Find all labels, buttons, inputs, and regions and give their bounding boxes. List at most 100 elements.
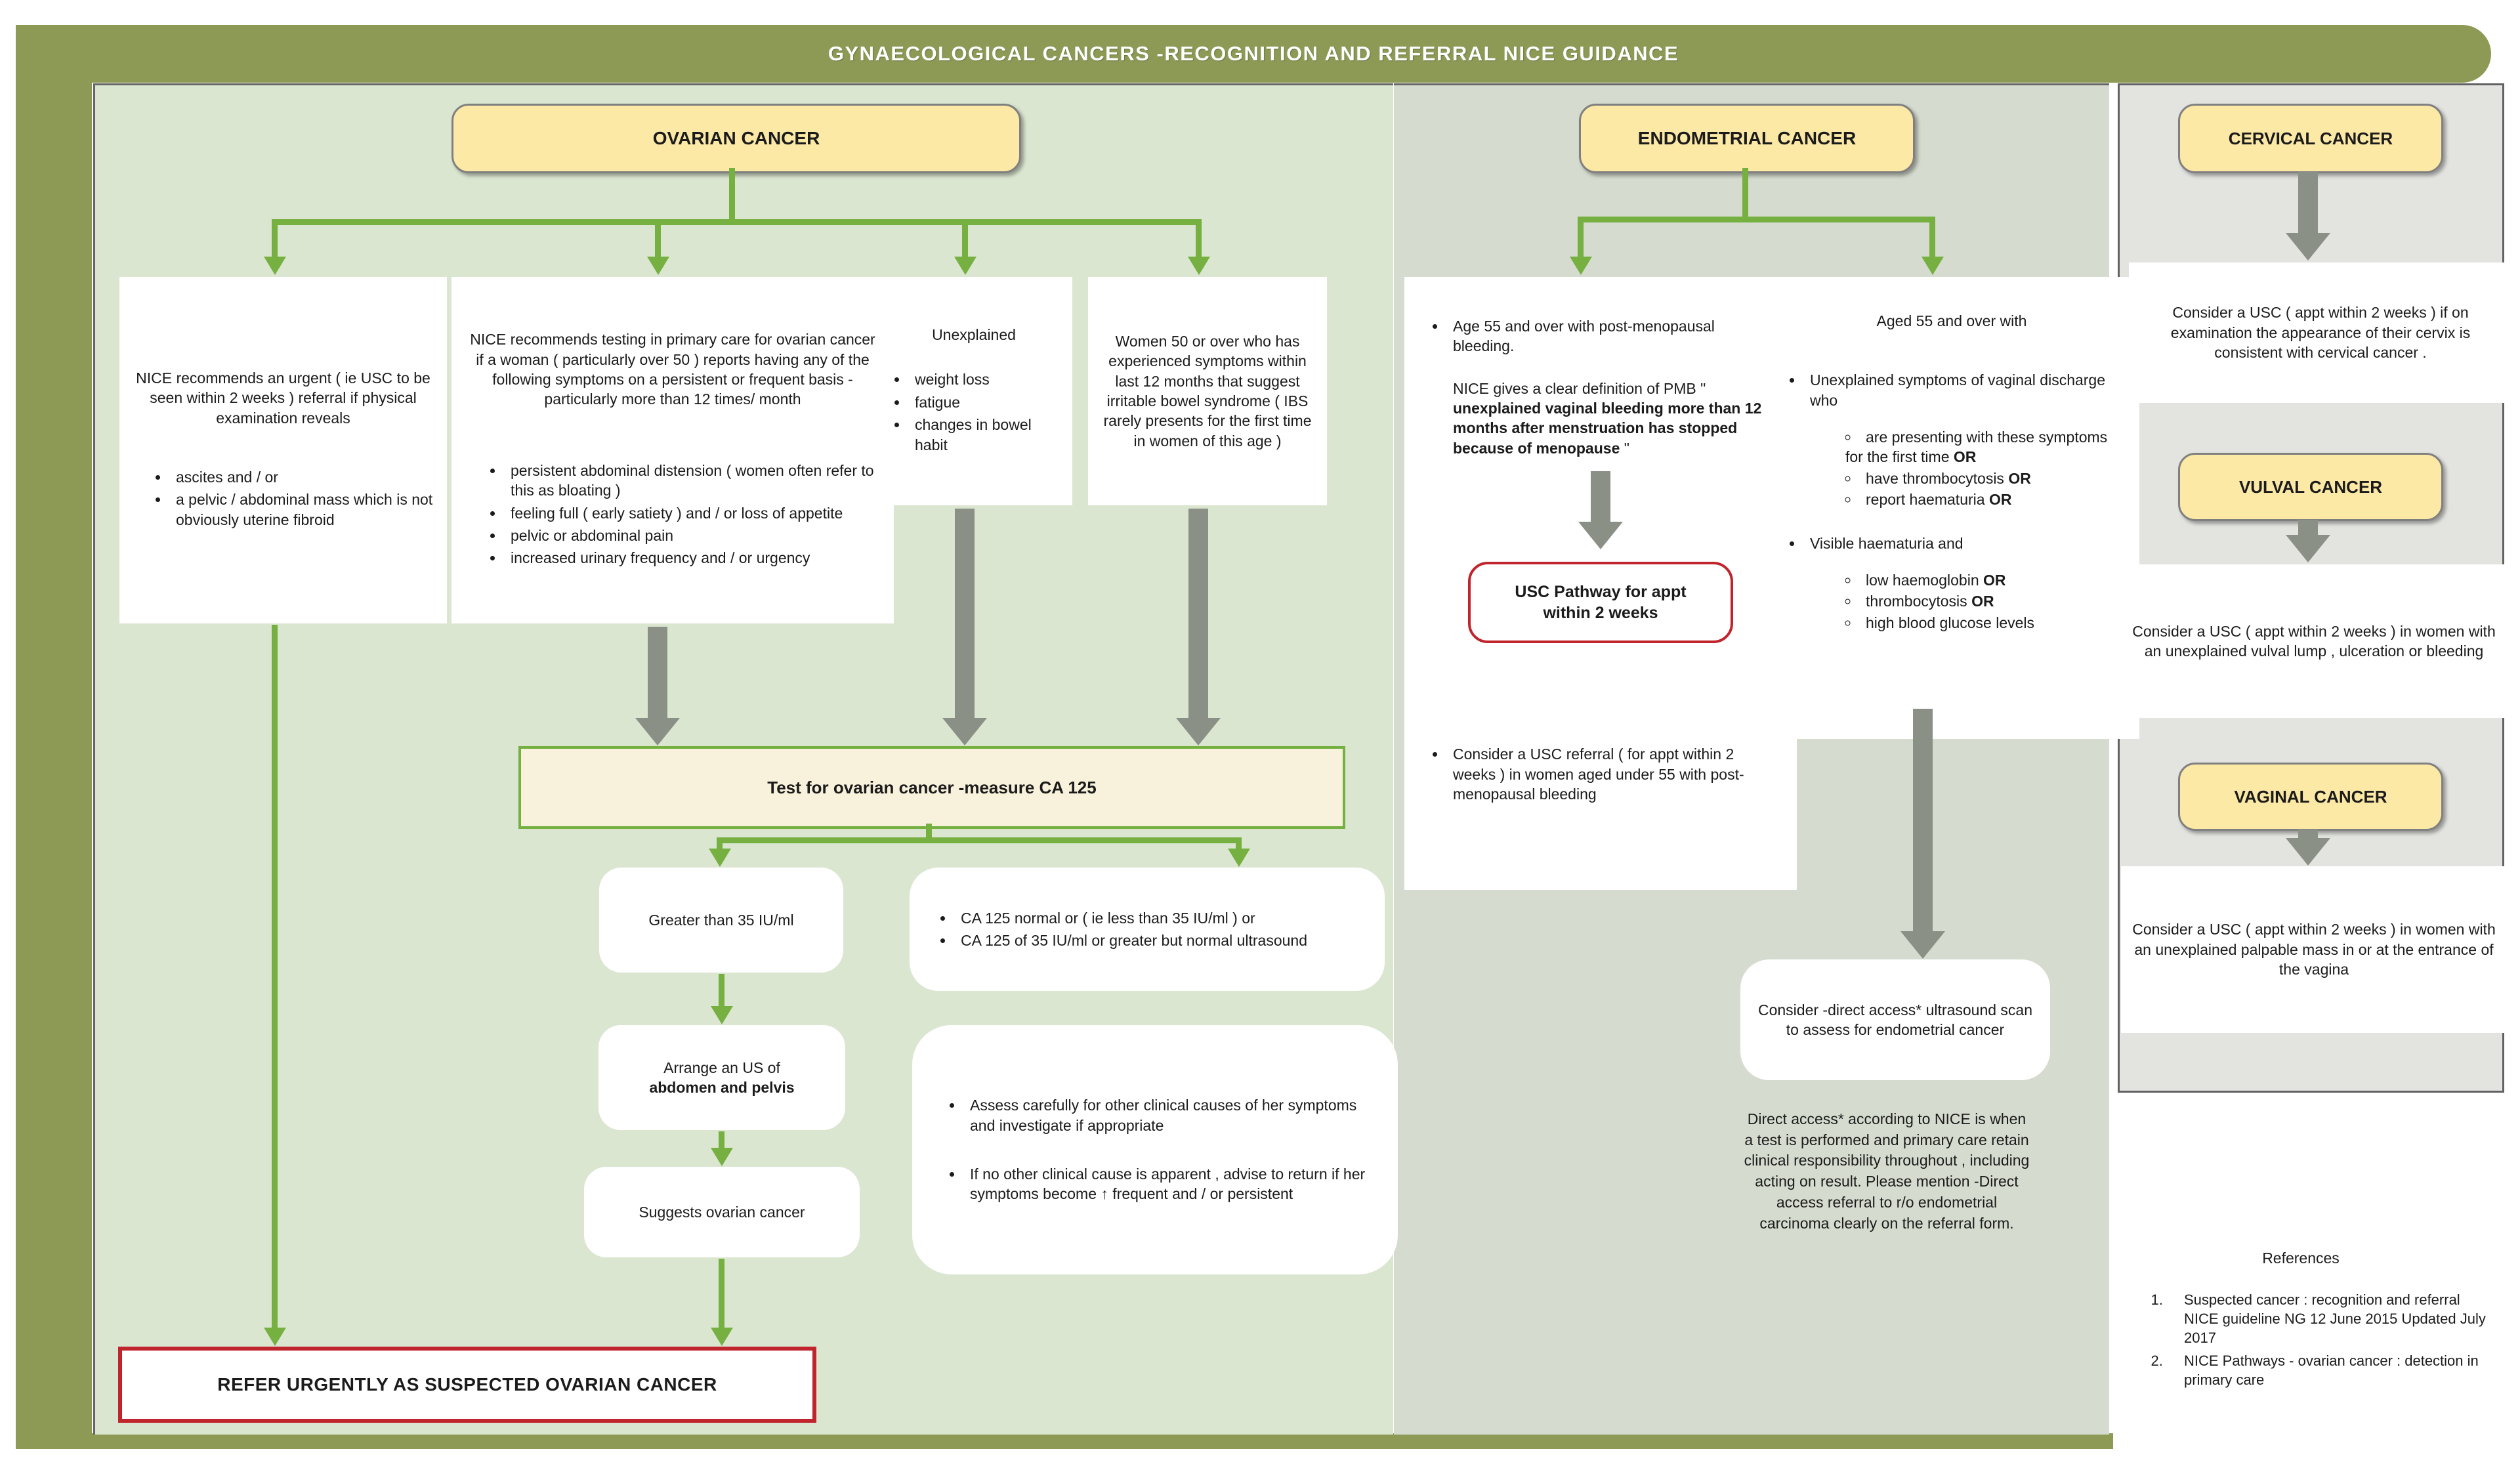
pmb-prefix: NICE gives a clear definition of PMB " xyxy=(1453,379,1706,397)
or-label: OR xyxy=(1953,448,1977,466)
list-item-text: If no other clinical cause is apparent ,… xyxy=(970,1166,1366,1203)
direct-access-box: Consider -direct access* ultrasound scan… xyxy=(1740,959,2050,1080)
node-vaginal-cancer: VAGINAL CANCER xyxy=(2178,763,2443,831)
ovarian-exam-intro: NICE recommends an urgent ( ie USC to be… xyxy=(136,369,430,427)
refer-urgently-label: REFER URGENTLY AS SUSPECTED OVARIAN CANC… xyxy=(217,1374,717,1395)
ovarian-exam-bullets: ascites and / or a pelvic / abdominal ma… xyxy=(131,465,435,532)
ovarian-unexplained-box: Unexplained weight loss fatigue changes … xyxy=(875,277,1072,505)
references: References Suspected cancer : recognitio… xyxy=(2104,1248,2498,1394)
direct-access-text: Consider -direct access* ultrasound scan… xyxy=(1757,1001,2033,1038)
list-item-text: have thrombocytosis xyxy=(1866,469,2009,487)
pmb-bold: unexplained vaginal bleeding more than 1… xyxy=(1453,400,1762,457)
list-item-text: CA 125 of 35 IU/ml or greater but normal… xyxy=(961,932,1308,949)
page-title: GYNAECOLOGICAL CANCERS -RECOGNITION AND … xyxy=(828,42,1679,65)
list-item: high blood glucose levels xyxy=(1839,613,2122,633)
list-item-text: thrombocytosis xyxy=(1866,593,1972,610)
list-item: Assess carefully for other clinical caus… xyxy=(963,1095,1376,1135)
list-item: fatigue xyxy=(908,392,1063,412)
node-cervical-cancer-label: CERVICAL CANCER xyxy=(2228,128,2393,148)
connector-test-stub xyxy=(926,824,932,843)
list-item: persistent abdominal distension ( women … xyxy=(504,461,879,501)
list-item: are presenting with these symptoms for t… xyxy=(1839,427,2122,467)
connector-ovarian-trunk xyxy=(272,219,1202,225)
list-item-text: report haematuria xyxy=(1866,491,1989,509)
direct-access-note: Direct access* according to NICE is when… xyxy=(1744,1110,2030,1232)
ca125-normal-box: CA 125 normal or ( ie less than 35 IU/ml… xyxy=(910,868,1385,991)
unexplained-bullets: weight loss fatigue changes in bowel hab… xyxy=(885,367,1063,457)
grey-arrow-box3-to-test xyxy=(955,509,975,719)
list-item-text: ascites and / or xyxy=(176,469,278,486)
list-item-text: weight loss xyxy=(915,371,990,388)
list-item: ascites and / or xyxy=(169,467,435,487)
ovarian-symptoms-box: NICE recommends testing in primary care … xyxy=(452,277,894,623)
grey-arrow-box2-to-test xyxy=(648,627,667,719)
arrange-us-line2: abdomen and pelvis xyxy=(649,1079,795,1096)
arrow-to-box1 xyxy=(272,219,278,257)
frame-left-strip xyxy=(16,25,92,1449)
grey-arrow-aged55-to-ultrasound xyxy=(1913,709,1933,932)
references-list: Suspected cancer : recognition and refer… xyxy=(2104,1290,2498,1389)
list-item: thrombocytosis OR xyxy=(1839,591,2122,611)
vaginal-advice-box: Consider a USC ( appt within 2 weeks ) i… xyxy=(2121,866,2507,1033)
unexplained-title: Unexplained xyxy=(932,326,1016,344)
list-item: pelvic or abdominal pain xyxy=(504,526,879,545)
arrow-arrange-to-suggests xyxy=(719,1131,724,1148)
list-item: Suspected cancer : recognition and refer… xyxy=(2167,1290,2498,1347)
arrow-to-box2 xyxy=(655,219,661,257)
list-item: NICE Pathways - ovarian cancer : detecti… xyxy=(2167,1351,2498,1389)
list-item-text: Unexplained symptoms of vaginal discharg… xyxy=(1810,371,2106,409)
ovarian-ibs-box: Women 50 or over who has experienced sym… xyxy=(1088,277,1327,505)
list-item-text: Consider a USC referral ( for appt withi… xyxy=(1453,746,1744,803)
aged55-sub-bullets: are presenting with these symptoms for t… xyxy=(1810,427,2122,509)
or-label: OR xyxy=(2008,469,2031,487)
arrange-us-line1: Arrange an US of xyxy=(663,1059,780,1076)
list-item: Unexplained symptoms of vaginal discharg… xyxy=(1803,370,2122,509)
ovarian-exam-box: NICE recommends an urgent ( ie USC to be… xyxy=(119,277,447,623)
cervical-advice-box: Consider a USC ( appt within 2 weeks ) i… xyxy=(2129,262,2512,403)
vulval-advice-box: Consider a USC ( appt within 2 weeks ) i… xyxy=(2121,564,2507,718)
arrow-suggests-to-refer xyxy=(719,1259,724,1328)
vulval-advice-text: Consider a USC ( appt within 2 weeks ) i… xyxy=(2132,622,2496,660)
node-endometrial-cancer: ENDOMETRIAL CANCER xyxy=(1579,104,1915,173)
arrange-us-box: Arrange an US of abdomen and pelvis xyxy=(598,1025,845,1130)
references-title: References xyxy=(2262,1250,2340,1267)
node-ovarian-cancer-label: OVARIAN CANCER xyxy=(652,128,820,148)
list-item: increased urinary frequency and / or urg… xyxy=(504,548,879,568)
grey-arrow-vaginal xyxy=(2298,830,2318,839)
endo-pmb-box: Age 55 and over with post-menopausal ble… xyxy=(1404,277,1797,890)
pmb-definition: NICE gives a clear definition of PMB " u… xyxy=(1453,379,1774,458)
list-item: CA 125 normal or ( ie less than 35 IU/ml… xyxy=(954,908,1366,928)
list-item: weight loss xyxy=(908,369,1063,389)
or-label: OR xyxy=(1988,491,2012,509)
aged55-bullets: Unexplained symptoms of vaginal discharg… xyxy=(1781,368,2122,635)
aged55-title: Aged 55 and over with xyxy=(1876,312,2027,329)
grey-arrow-vulval xyxy=(2298,520,2318,536)
list-item: Age 55 and over with post-menopausal ble… xyxy=(1446,316,1774,356)
ovarian-symptoms-intro: NICE recommends testing in primary care … xyxy=(470,331,875,408)
list-item: a pelvic / abdominal mass which is not o… xyxy=(169,490,435,530)
arrow-gt35-to-arrange xyxy=(719,974,724,1007)
node-vulval-cancer-label: VULVAL CANCER xyxy=(2238,476,2383,497)
list-item: Consider a USC referral ( for appt withi… xyxy=(1446,744,1774,804)
title-bar: GYNAECOLOGICAL CANCERS -RECOGNITION AND … xyxy=(16,25,2491,83)
arrow-to-ca125-normal xyxy=(1236,837,1242,849)
grey-arrow-pmb-to-usc xyxy=(1591,471,1610,523)
vaginal-advice-text: Consider a USC ( appt within 2 weeks ) i… xyxy=(2132,921,2496,978)
gt35-box: Greater than 35 IU/ml xyxy=(599,868,843,973)
node-cervical-cancer: CERVICAL CANCER xyxy=(2178,104,2443,173)
list-item-text: high blood glucose levels xyxy=(1866,614,2035,631)
list-item-text: pelvic or abdominal pain xyxy=(511,526,674,544)
grey-arrow-cervical xyxy=(2298,172,2318,234)
list-item: feeling full ( early satiety ) and / or … xyxy=(504,503,879,523)
list-item: Visible haematuria and low haemoglobin O… xyxy=(1803,534,2122,633)
list-item-text: low haemoglobin xyxy=(1866,571,1984,589)
list-item-text: fatigue xyxy=(915,393,961,411)
arrow-to-gt35 xyxy=(717,837,723,849)
node-vulval-cancer: VULVAL CANCER xyxy=(2178,453,2443,521)
assess-bullets: Assess carefully for other clinical caus… xyxy=(934,1093,1376,1206)
frame-bottom-strip xyxy=(16,1433,2113,1449)
reference-text: NICE Pathways - ovarian cancer : detecti… xyxy=(2184,1353,2479,1389)
ovarian-ibs-text: Women 50 or over who has experienced sym… xyxy=(1103,332,1312,450)
assess-box: Assess carefully for other clinical caus… xyxy=(912,1025,1398,1274)
